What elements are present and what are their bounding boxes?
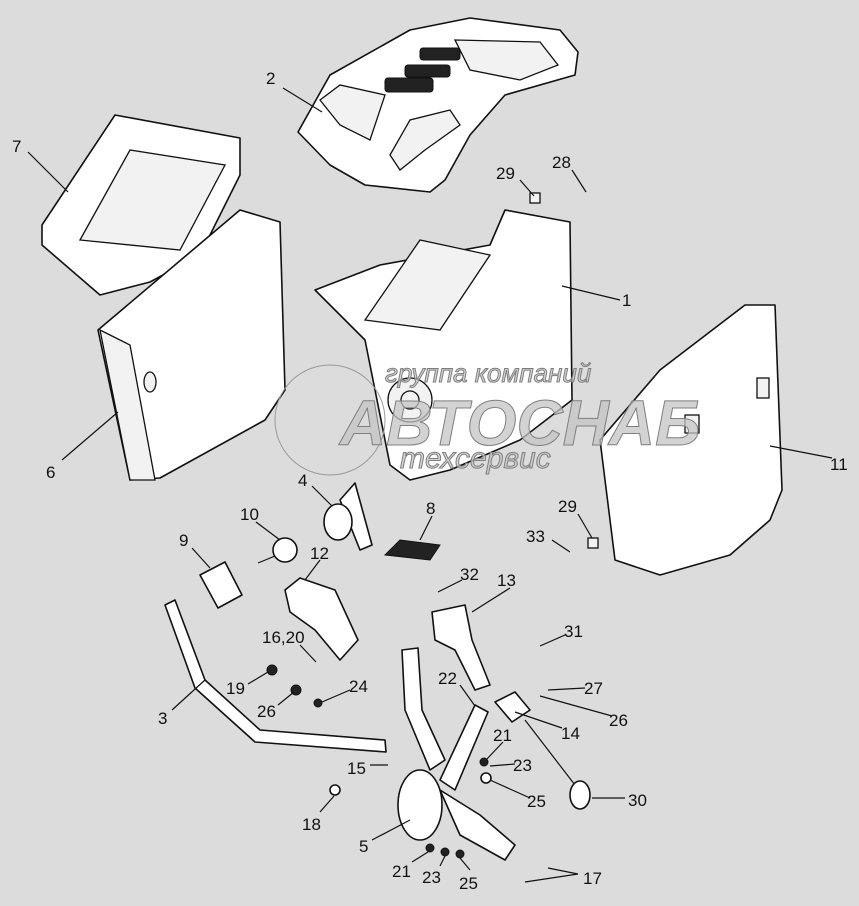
callout-18: 18 bbox=[302, 815, 321, 834]
part-12-lever-housing bbox=[284, 577, 359, 661]
part-3-pipe bbox=[164, 599, 387, 753]
callout-2: 2 bbox=[266, 69, 275, 88]
callout-17: 17 bbox=[583, 869, 602, 888]
part-9-grip bbox=[199, 561, 243, 609]
watermark: группа компаний АВТОСНАБ техсервис bbox=[274, 358, 701, 476]
callout-23: 23 bbox=[513, 756, 532, 775]
callout-12: 12 bbox=[310, 544, 329, 563]
callout-30: 30 bbox=[628, 791, 647, 810]
watermark-line3: техсервис bbox=[400, 442, 551, 475]
leader-lines bbox=[27, 87, 833, 883]
callout-26: 26 bbox=[257, 702, 276, 721]
callout-3: 3 bbox=[158, 709, 167, 728]
part-7-tray bbox=[41, 114, 241, 296]
callout-13: 13 bbox=[497, 571, 516, 590]
callout-19: 19 bbox=[226, 679, 245, 698]
watermark-line1: группа компаний bbox=[385, 358, 591, 388]
callout-21: 21 bbox=[392, 862, 411, 881]
callout-28: 28 bbox=[552, 153, 571, 172]
callout-25: 25 bbox=[527, 792, 546, 811]
part-6-side-panel bbox=[97, 209, 286, 481]
callout-7: 7 bbox=[12, 137, 21, 156]
part-4-bracket bbox=[323, 482, 373, 551]
callout-29: 29 bbox=[558, 497, 577, 516]
part-5-lever-assembly bbox=[397, 647, 516, 861]
part-10-knob bbox=[257, 537, 298, 564]
callout-29: 29 bbox=[496, 164, 515, 183]
callout-6: 6 bbox=[46, 463, 55, 482]
callout-16-20: 16,20 bbox=[262, 628, 305, 647]
callout-labels: 2 7 29 28 1 6 4 11 10 8 29 33 9 12 32 13… bbox=[12, 69, 848, 893]
callout-22: 22 bbox=[438, 669, 457, 688]
callout-15: 15 bbox=[347, 759, 366, 778]
part-14-clip bbox=[494, 691, 531, 723]
callout-26: 26 bbox=[609, 711, 628, 730]
part-2-top-cover bbox=[297, 17, 579, 193]
callout-21: 21 bbox=[493, 726, 512, 745]
callout-33: 33 bbox=[526, 527, 545, 546]
callout-25: 25 bbox=[459, 874, 478, 893]
watermark-line2: АВТОСНАБ bbox=[338, 387, 700, 459]
callout-4: 4 bbox=[298, 471, 307, 490]
callout-32: 32 bbox=[460, 565, 479, 584]
callout-11: 11 bbox=[830, 455, 848, 474]
callout-8: 8 bbox=[426, 499, 435, 518]
part-8-cable bbox=[383, 539, 441, 561]
callout-27: 27 bbox=[584, 679, 603, 698]
part-13-boot bbox=[431, 604, 491, 691]
part-1-main-frame bbox=[314, 209, 573, 481]
callout-14: 14 bbox=[561, 724, 580, 743]
part-30-cable-end bbox=[524, 719, 591, 810]
callout-24: 24 bbox=[349, 677, 368, 696]
fasteners bbox=[266, 192, 599, 859]
part-11-right-panel bbox=[599, 304, 783, 576]
callout-23: 23 bbox=[422, 868, 441, 887]
callout-9: 9 bbox=[179, 531, 188, 550]
callout-5: 5 bbox=[359, 837, 368, 856]
callout-1: 1 bbox=[622, 291, 631, 310]
callout-31: 31 bbox=[564, 622, 583, 641]
callout-10: 10 bbox=[240, 505, 259, 524]
